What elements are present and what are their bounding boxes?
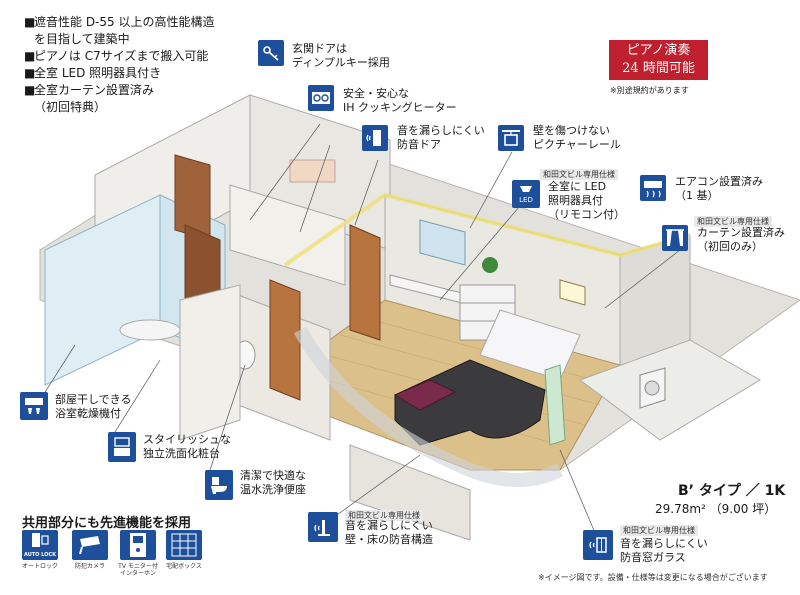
feature-item: （初回特典）: [34, 100, 107, 114]
callout-picture-rail: 壁を傷つけない ピクチャーレール: [533, 124, 621, 151]
callout-window-tag: 和田文ビル専用仕様: [620, 523, 698, 537]
led-icon: LED: [512, 180, 540, 208]
unit-area: 29.78m² （9.00 坪）: [655, 502, 777, 516]
delivery-box-icon: [166, 530, 202, 560]
soundproof-window-icon: [583, 530, 613, 560]
intercom-icon: [120, 530, 156, 560]
soundproof-door-icon: [362, 125, 388, 151]
feature-item: ■全室 LED 照明器具付き: [24, 66, 162, 80]
common-facilities-title: 共用部分にも先進機能を採用: [22, 516, 192, 531]
callout-wall-floor-tag: 和田文ビル専用仕様: [345, 508, 423, 522]
security-camera-caption: 防犯カメラ: [74, 563, 105, 570]
callout-door-key: 玄関ドアは ディンプルキー採用: [292, 42, 390, 69]
key-icon: [258, 40, 284, 66]
callout-wall-floor: 音を漏らしにくい 壁・床の防音構造: [345, 519, 433, 546]
callout-vanity: スタイリッシュな 独立洗面化粧台: [143, 433, 231, 460]
toilet-icon: [205, 470, 233, 500]
picture-rail-icon: [498, 125, 524, 151]
feature-item: ■遮音性能 D-55 以上の高性能構造: [24, 15, 215, 29]
badge-note: ※別途規約があります: [610, 86, 689, 95]
bathroom-dryer-icon: [20, 392, 48, 420]
callout-toilet: 清潔で快適な 温水洗浄便座: [240, 469, 306, 496]
vanity-icon: [108, 432, 136, 462]
curtain-icon: [662, 225, 688, 251]
delivery-box-caption: 宅配ボックス: [166, 563, 202, 570]
callout-ih: 安全・安心な IH クッキングヒーター: [343, 87, 457, 114]
feature-item: ■全室カーテン設置済み: [24, 83, 155, 97]
callout-curtain-tag: 和田文ビル専用仕様: [694, 214, 772, 228]
unit-type: B’ タイプ ／ 1K: [678, 483, 786, 499]
callout-led-tag: 和田文ビル専用仕様: [540, 167, 618, 181]
callout-aircon: エアコン設置済み （1 基）: [675, 175, 763, 202]
soundproof-wall-icon: [308, 512, 338, 542]
intercom-caption: TV モニター付 インターホン: [118, 563, 158, 577]
callout-curtain: カーテン設置済み （初回のみ）: [697, 226, 785, 253]
callout-sound-door: 音を漏らしにくい 防音ドア: [397, 124, 485, 151]
ih-cooktop-icon: [308, 85, 334, 111]
auto-lock-icon-text: AUTO LOCK: [24, 552, 57, 558]
callout-led: 全室に LED 照明器具付 （リモコン付）: [548, 180, 625, 221]
auto-lock-caption: オートロック: [21, 563, 58, 570]
footnote: ※イメージ図です。設備・仕様等は変更になる場合がございます: [538, 573, 768, 582]
feature-item: ■ピアノは C7サイズまで搬入可能: [24, 49, 209, 63]
feature-list: ■遮音性能 D-55 以上の高性能構造 を目指して建築中 ■ピアノは C7サイズ…: [24, 14, 214, 116]
callout-window: 音を漏らしにくい 防音窓ガラス: [620, 537, 708, 564]
feature-item: を目指して建築中: [34, 32, 130, 46]
auto-lock-icon: AUTO LOCK: [22, 530, 58, 560]
air-conditioner-icon: [640, 175, 666, 201]
led-icon-text: LED: [519, 196, 533, 204]
callout-dryer: 部屋干しできる 浴室乾燥機付: [55, 393, 132, 420]
security-camera-icon: [72, 530, 108, 560]
piano-24h-badge: ピアノ演奏 24 時間可能: [609, 40, 708, 80]
